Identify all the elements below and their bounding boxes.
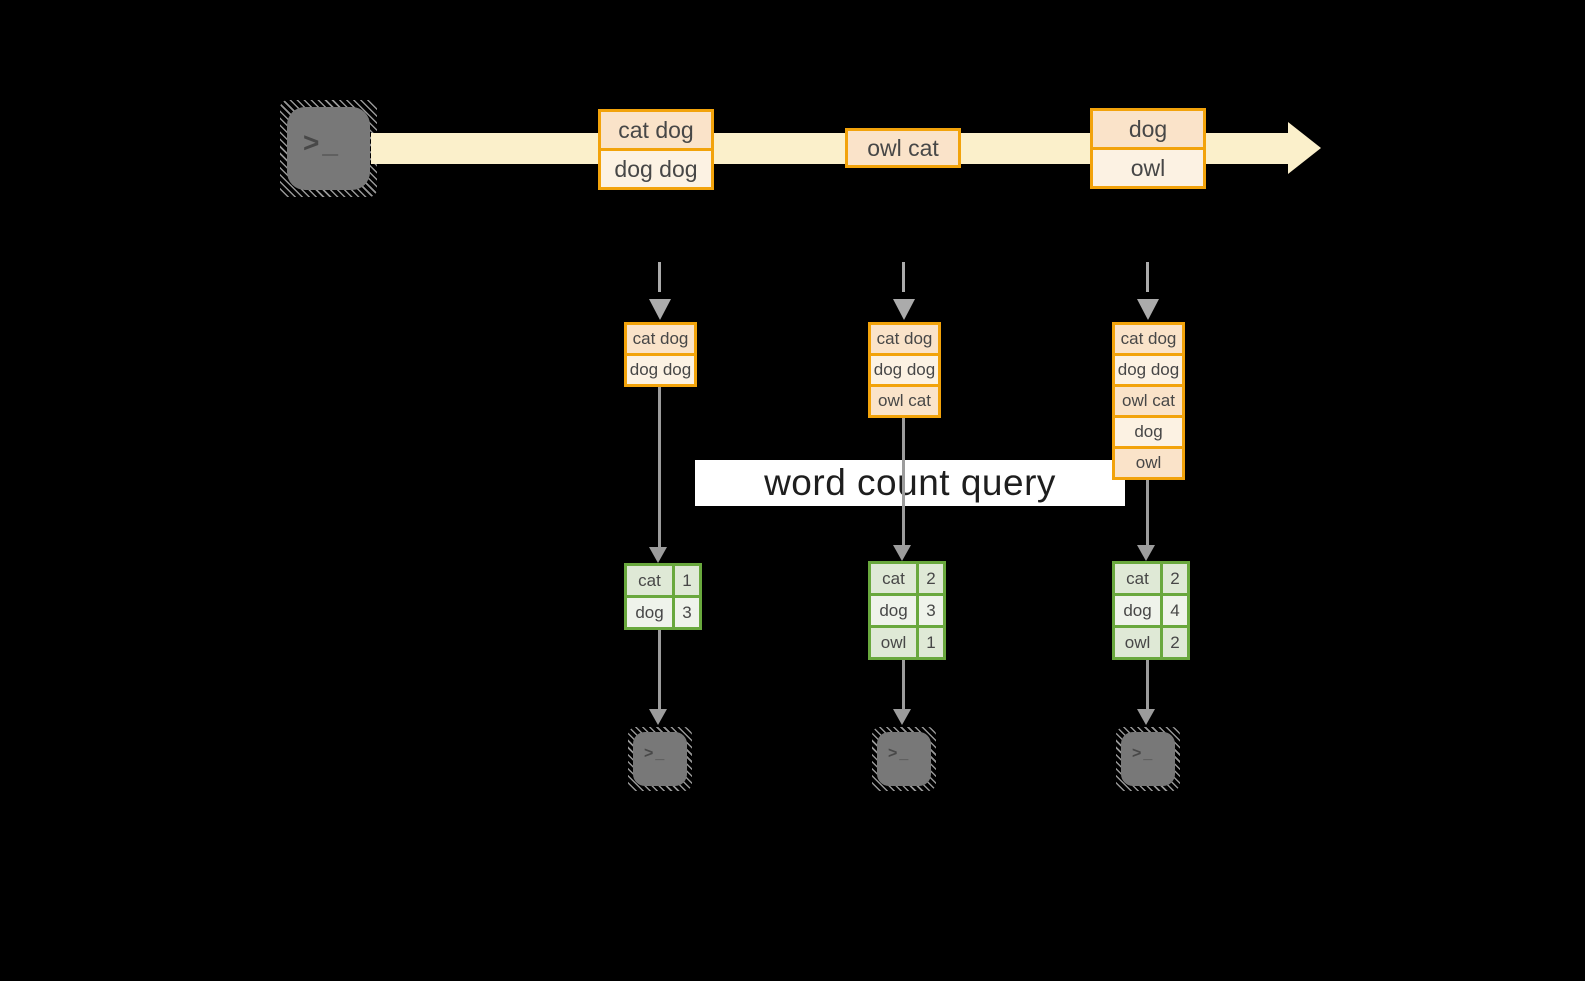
output-terminal-icon: >_ xyxy=(1116,727,1180,791)
count-table-1: cat 1 dog 3 xyxy=(624,563,702,630)
buffer-line: cat dog xyxy=(627,325,694,353)
ingest-arrowhead-icon xyxy=(893,299,915,320)
word-cell: dog xyxy=(627,598,672,627)
count-cell: 3 xyxy=(675,598,699,627)
terminal-screen: >_ xyxy=(287,107,370,190)
output-arrowhead-icon xyxy=(1137,709,1155,725)
buffer-stack-1: cat dog dog dog xyxy=(624,322,697,387)
terminal-prompt-glyph: >_ xyxy=(644,745,667,762)
message-line: dog xyxy=(1093,111,1203,147)
banner-label: word count query xyxy=(764,462,1056,503)
word-cell: dog xyxy=(1115,596,1160,625)
count-table-2: cat 2 dog 3 owl 1 xyxy=(868,561,946,660)
word-cell: cat xyxy=(1115,564,1160,593)
output-arrow-line xyxy=(658,630,661,709)
word-cell: cat xyxy=(627,566,672,595)
buffer-line: dog dog xyxy=(871,353,938,384)
query-arrowhead-icon xyxy=(649,547,667,563)
stream-message-3: dog owl xyxy=(1090,108,1206,189)
query-arrowhead-icon xyxy=(1137,545,1155,561)
output-terminal-icon: >_ xyxy=(872,727,936,791)
buffer-line: owl cat xyxy=(1115,384,1182,415)
ingest-arrowhead-icon xyxy=(1137,299,1159,320)
count-table-3: cat 2 dog 4 owl 2 xyxy=(1112,561,1190,660)
word-cell: owl xyxy=(871,628,916,657)
terminal-prompt-glyph: >_ xyxy=(1132,745,1155,762)
message-line: cat dog xyxy=(601,112,711,148)
message-line: owl xyxy=(1093,147,1203,186)
stream-message-1: cat dog dog dog xyxy=(598,109,714,190)
query-arrow-line xyxy=(902,418,905,545)
count-cell: 4 xyxy=(1163,596,1187,625)
count-cell: 1 xyxy=(919,628,943,657)
word-cell: cat xyxy=(871,564,916,593)
terminal-prompt-glyph: >_ xyxy=(303,127,341,158)
terminal-screen: >_ xyxy=(877,732,931,786)
count-cell: 2 xyxy=(1163,564,1187,593)
terminal-screen: >_ xyxy=(1121,732,1175,786)
buffer-line: owl xyxy=(1115,446,1182,477)
count-cell: 2 xyxy=(919,564,943,593)
buffer-stack-2: cat dog dog dog owl cat xyxy=(868,322,941,418)
buffer-line: dog xyxy=(1115,415,1182,446)
buffer-line: dog dog xyxy=(1115,353,1182,384)
message-line: owl cat xyxy=(848,131,958,165)
buffer-line: owl cat xyxy=(871,384,938,415)
query-arrow-line xyxy=(658,387,661,547)
output-arrowhead-icon xyxy=(649,709,667,725)
count-cell: 1 xyxy=(675,566,699,595)
buffer-line: cat dog xyxy=(871,325,938,353)
terminal-screen: >_ xyxy=(633,732,687,786)
stream-arrowhead-icon xyxy=(1288,122,1321,174)
ingest-arrow-dash xyxy=(658,262,661,292)
ingest-arrowhead-icon xyxy=(649,299,671,320)
ingest-arrow-dash xyxy=(902,262,905,292)
count-cell: 2 xyxy=(1163,628,1187,657)
output-arrow-line xyxy=(902,660,905,709)
query-arrow-line xyxy=(1146,480,1149,545)
terminal-prompt-glyph: >_ xyxy=(888,745,911,762)
source-terminal-icon: >_ xyxy=(280,100,377,197)
word-cell: dog xyxy=(871,596,916,625)
buffer-stack-3: cat dog dog dog owl cat dog owl xyxy=(1112,322,1185,480)
ingest-arrow-dash xyxy=(1146,262,1149,292)
word-cell: owl xyxy=(1115,628,1160,657)
output-arrow-line xyxy=(1146,660,1149,709)
word-count-query-banner: word count query xyxy=(695,460,1125,506)
buffer-line: cat dog xyxy=(1115,325,1182,353)
output-terminal-icon: >_ xyxy=(628,727,692,791)
stream-message-2: owl cat xyxy=(845,128,961,168)
query-arrowhead-icon xyxy=(893,545,911,561)
output-arrowhead-icon xyxy=(893,709,911,725)
count-cell: 3 xyxy=(919,596,943,625)
buffer-line: dog dog xyxy=(627,353,694,384)
message-line: dog dog xyxy=(601,148,711,187)
